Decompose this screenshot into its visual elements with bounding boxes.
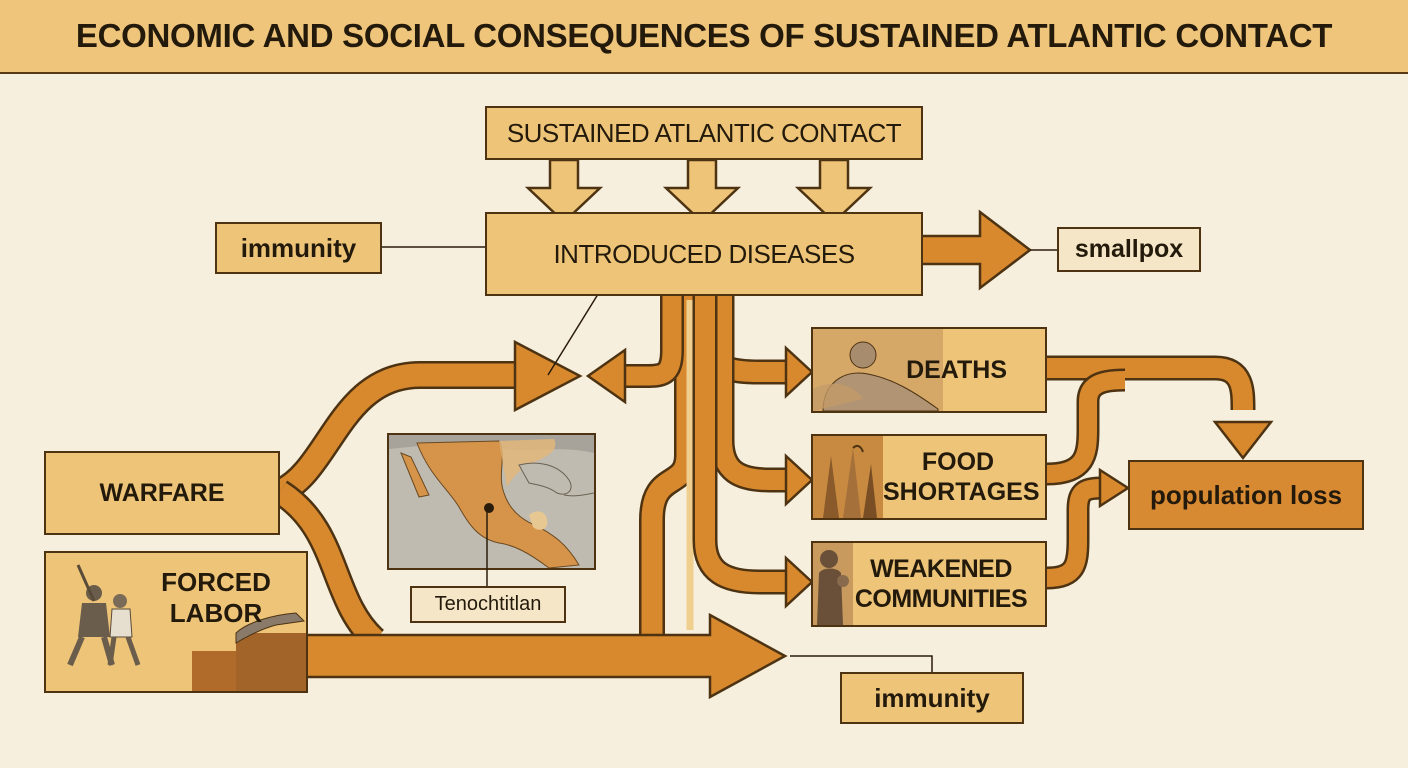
bottom-immunity-connector bbox=[790, 655, 933, 672]
deaths-to-population-shaft bbox=[1047, 358, 1253, 411]
map-panel bbox=[387, 433, 596, 570]
node-sustained-atlantic-contact: SUSTAINED ATLANTIC CONTACT bbox=[485, 106, 923, 160]
people-illustration bbox=[813, 543, 853, 625]
deaths-to-population-head bbox=[1212, 420, 1274, 461]
disease-left-arrowhead bbox=[585, 347, 627, 405]
wheat-illustration bbox=[813, 436, 883, 518]
forced-labor-illustration bbox=[46, 553, 306, 691]
tenochtitlan-marker bbox=[484, 503, 494, 513]
arrow-to-food-shaft bbox=[712, 296, 790, 490]
food-to-population-shaft bbox=[1046, 371, 1126, 483]
down-arrow-3 bbox=[794, 158, 874, 224]
weakened-to-population-shaft bbox=[1046, 479, 1106, 587]
node-smallpox: smallpox bbox=[1057, 227, 1201, 272]
warfare-upper-arrowhead bbox=[513, 339, 583, 413]
node-population-loss: population loss bbox=[1128, 460, 1364, 530]
node-weakened-communities: WEAKENED COMMUNITIES bbox=[811, 541, 1047, 627]
title-banner: ECONOMIC AND SOCIAL CONSEQUENCES OF SUST… bbox=[0, 0, 1408, 74]
dying-person-illustration bbox=[813, 329, 943, 411]
node-introduced-diseases: INTRODUCED DISEASES bbox=[485, 212, 923, 296]
node-immunity-bottom: immunity bbox=[840, 672, 1024, 724]
arrow-to-weakened-head bbox=[784, 555, 814, 609]
arrow-to-deaths-head bbox=[784, 345, 814, 399]
bottom-main-arrow bbox=[303, 612, 788, 700]
down-arrow-1 bbox=[524, 158, 604, 224]
down-arrow-2 bbox=[662, 158, 742, 224]
node-food-shortages: FOOD SHORTAGES bbox=[811, 434, 1047, 520]
arrow-to-weakened-shaft bbox=[695, 296, 790, 592]
weakened-to-population-head bbox=[1098, 467, 1131, 509]
mexico-map-illustration bbox=[389, 435, 594, 568]
node-tenochtitlan: Tenochtitlan bbox=[410, 586, 566, 623]
node-deaths: DEATHS bbox=[811, 327, 1047, 413]
diagram-title: ECONOMIC AND SOCIAL CONSEQUENCES OF SUST… bbox=[75, 17, 1333, 54]
node-forced-labor: FORCED LABOR bbox=[44, 551, 308, 693]
node-immunity-top: immunity bbox=[215, 222, 382, 274]
node-warfare: WARFARE bbox=[44, 451, 280, 535]
arrow-to-food-head bbox=[784, 453, 814, 507]
